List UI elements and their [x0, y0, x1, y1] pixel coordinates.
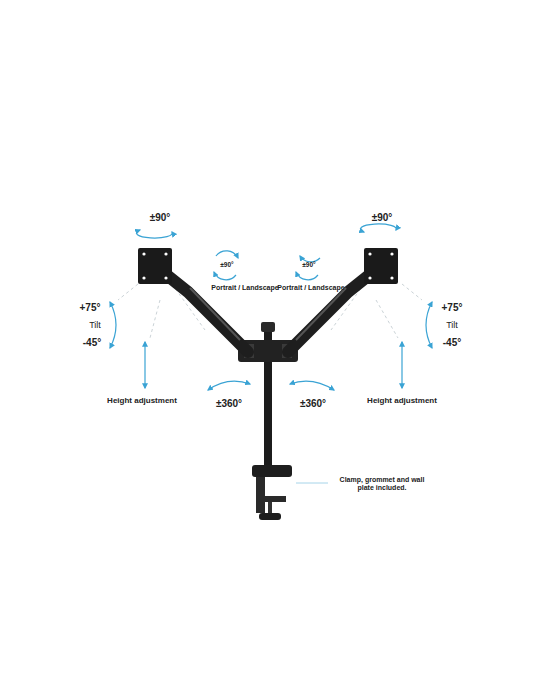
callout-label: Portrait / Landscape — [211, 284, 278, 292]
callout-label: Height adjustment — [367, 396, 437, 405]
callout-label: -45° — [443, 337, 461, 349]
callout-label: ±360° — [216, 398, 242, 410]
callout-label: Portrait / Landscape — [277, 284, 344, 292]
callout-label: Height adjustment — [107, 396, 177, 405]
callout-label: Clamp, grommet and wall plate included. — [332, 476, 432, 492]
callout-label: ±90° — [372, 212, 393, 224]
callout-label: ±90° — [302, 261, 315, 268]
callout-label: -45° — [83, 337, 101, 349]
callout-label: ±360° — [300, 398, 326, 410]
callout-label: Tilt — [446, 320, 458, 330]
callout-label: +75° — [442, 302, 463, 314]
callout-label: ±90° — [150, 212, 171, 224]
callout-label: Tilt — [89, 320, 101, 330]
callout-label: +75° — [80, 302, 101, 314]
callout-label: ±90° — [220, 261, 233, 268]
